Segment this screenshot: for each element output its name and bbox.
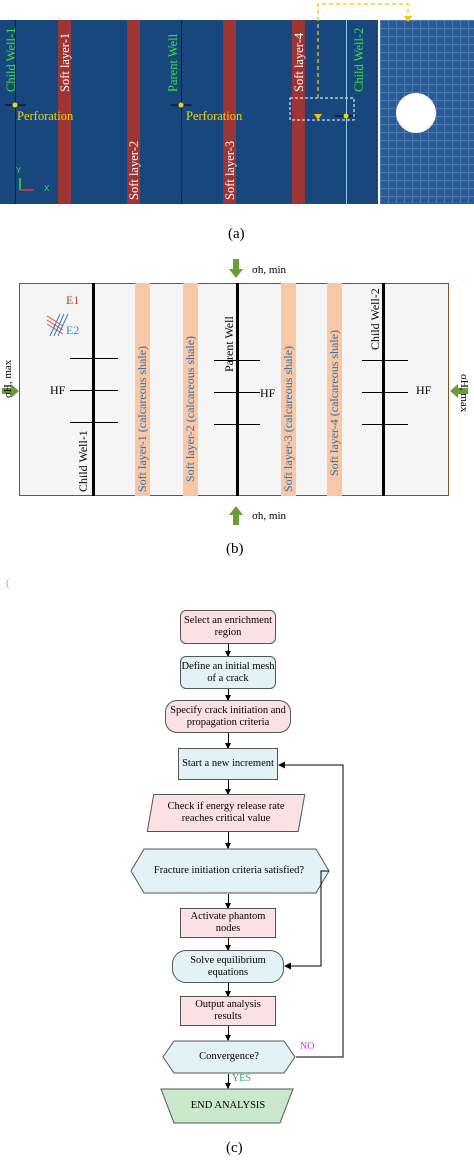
hf-mid-line-2 xyxy=(214,392,260,393)
simulation-model-panel: Child Well-1 Soft layer-1 Parent Well So… xyxy=(0,0,474,206)
step-specify-criteria: Specify crack initiation and propagation… xyxy=(165,700,291,733)
step-fracture-criteria: Fracture initiation criteria satisfied? xyxy=(153,865,305,876)
perforation-mid-dot xyxy=(178,102,184,108)
e2-label: E2 xyxy=(66,323,80,337)
zoom-link-arrowhead xyxy=(404,16,412,22)
hf-right-line-1 xyxy=(362,360,408,361)
caption-a: (a) xyxy=(228,226,245,242)
soft-layer-3-band xyxy=(281,283,296,496)
arrow-6 xyxy=(225,894,231,909)
hf-mid-label: HF xyxy=(260,386,276,400)
e1-label: E1 xyxy=(66,293,80,307)
step-define-mesh: Define an initial mesh of a crack xyxy=(180,656,276,689)
soft-layer-1-band xyxy=(135,283,150,496)
arrow-1 xyxy=(225,644,231,657)
hf-right-line-3 xyxy=(362,424,408,425)
child-well-1-bar xyxy=(92,283,95,496)
decision-fracture-shape xyxy=(130,848,330,894)
panel-b-overlay xyxy=(2,259,468,525)
hf-left-line-3 xyxy=(70,422,118,423)
soft-layer-4-strip xyxy=(292,20,305,204)
arrow-8 xyxy=(225,983,231,997)
stress-right-label: σH, max xyxy=(458,374,470,413)
arrow-9 xyxy=(225,1026,231,1041)
child-well-2-line xyxy=(346,20,347,204)
perforation-mid-label: Perforation xyxy=(186,109,243,123)
reservoir-box xyxy=(19,283,449,496)
arrow-3 xyxy=(225,733,231,749)
step-activate-nodes: Activate phantom nodes xyxy=(180,908,276,938)
caption-c: (c) xyxy=(226,1140,243,1156)
hf-mid-line-1 xyxy=(214,360,260,361)
stress-arrow-left xyxy=(2,384,19,398)
axis-x-label: X xyxy=(44,184,50,193)
child-well-2-bar xyxy=(382,283,385,496)
parent-well-bar xyxy=(236,283,239,496)
axis-y-label: Y xyxy=(16,166,22,175)
yes-label: YES xyxy=(232,1073,251,1084)
stress-bottom-label: σh, min xyxy=(252,510,287,522)
step-solve-equations: Solve equilibrium equations xyxy=(172,950,284,983)
panel-a-overlay xyxy=(5,3,412,191)
zoom-box-arrowhead xyxy=(314,114,322,120)
step-start-increment: Start a new increment xyxy=(178,748,278,780)
stress-arrow-bottom xyxy=(229,506,243,525)
perforation-left-dot xyxy=(12,102,18,108)
arrow-2 xyxy=(225,689,231,701)
stress-arrow-top xyxy=(229,259,243,278)
end-shape xyxy=(160,1088,294,1124)
child-well-1-line xyxy=(15,20,16,204)
soft-layer-2-band xyxy=(183,283,198,496)
step-output-results: Output analysis results xyxy=(180,996,276,1026)
arrow-5 xyxy=(225,832,231,849)
step-end-analysis: END ANALYSIS xyxy=(190,1100,266,1111)
no-label: NO xyxy=(300,1041,315,1052)
soft-layer-2-strip xyxy=(127,20,140,204)
decision-convergence-shape xyxy=(162,1040,296,1074)
hf-right-line-2 xyxy=(362,392,408,393)
loop-fracture-line xyxy=(290,870,329,967)
mesh-hole xyxy=(396,93,436,133)
loop-no-line xyxy=(284,764,344,1058)
soft-layer-4-band xyxy=(327,283,342,496)
perforation-right-dot xyxy=(343,113,349,119)
caption-b: (b) xyxy=(226,541,244,557)
zoom-link-line xyxy=(317,3,409,98)
hf-left-label: HF xyxy=(50,383,66,397)
stress-top-label: σh, min xyxy=(252,264,287,276)
bracket-mark: ( xyxy=(6,578,10,589)
anisotropy-hatch-icon xyxy=(46,313,69,337)
perforation-left-label: Perforation xyxy=(17,109,74,123)
step-convergence: Convergence? xyxy=(199,1051,259,1062)
hf-left-line-2 xyxy=(70,390,118,391)
soft-layer-3-strip xyxy=(223,20,236,204)
loop-no-arrowhead xyxy=(278,761,285,769)
step-select-region: Select an enrichment region xyxy=(180,610,276,644)
loop-fracture-arrowhead xyxy=(284,962,291,970)
hf-right-label: HF xyxy=(416,383,432,397)
soft-layer-1-strip xyxy=(58,20,71,204)
hf-mid-line-3 xyxy=(214,424,260,425)
arrow-7 xyxy=(225,938,231,951)
parent-well-line xyxy=(181,20,182,204)
arrow-10 xyxy=(225,1074,231,1089)
hf-left-line-1 xyxy=(70,358,118,359)
stress-arrow-right xyxy=(450,384,468,398)
zoom-box xyxy=(289,97,355,121)
arrow-4 xyxy=(225,780,231,795)
